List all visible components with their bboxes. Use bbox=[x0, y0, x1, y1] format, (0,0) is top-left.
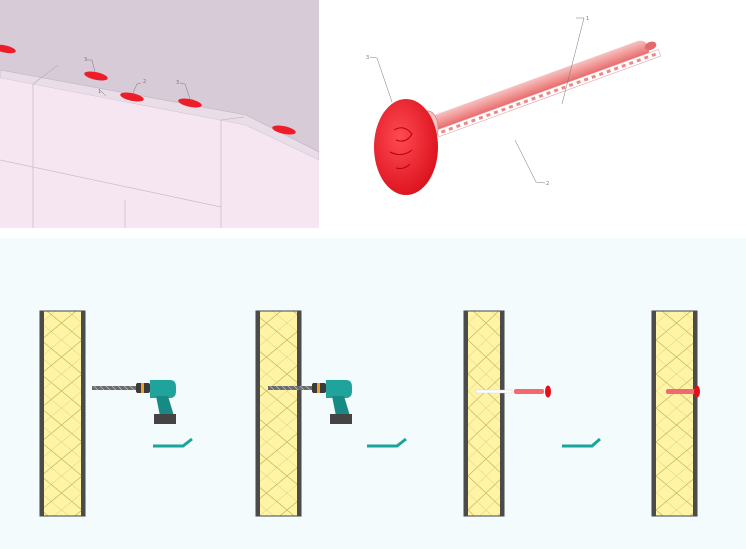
wall-face bbox=[0, 78, 319, 228]
callout-label: 2 bbox=[546, 181, 549, 187]
anchor-head bbox=[694, 385, 700, 398]
roof-detail-drawing: 1 2 3 3 bbox=[0, 0, 319, 228]
callout-label: 2 bbox=[143, 79, 146, 85]
step-arrow-icon bbox=[367, 437, 407, 448]
wall-edge bbox=[500, 311, 504, 516]
parapet-top bbox=[0, 69, 319, 161]
callout-label: 3 bbox=[366, 55, 369, 61]
wall-edge bbox=[464, 311, 468, 516]
anchor-tip bbox=[644, 41, 657, 51]
callout-leader bbox=[132, 82, 142, 94]
panel-joint bbox=[220, 116, 245, 121]
anchor-mark bbox=[272, 125, 296, 135]
anchor-closeup-drawing: 1 2 3 bbox=[330, 0, 698, 228]
callout-leader bbox=[99, 89, 107, 97]
anchor-sleeve bbox=[666, 389, 696, 394]
installation-sequence-drawing bbox=[0, 238, 746, 549]
insulation-wall bbox=[651, 310, 698, 517]
panel-joint bbox=[32, 64, 59, 85]
anchor-sleeve bbox=[514, 389, 544, 394]
anchor-mark bbox=[120, 92, 144, 102]
callout-label: 1 bbox=[586, 16, 589, 22]
step-arrow-icon bbox=[562, 437, 601, 448]
anchor-head bbox=[374, 99, 438, 195]
callout-leader bbox=[87, 59, 96, 73]
wall-edge bbox=[297, 311, 301, 516]
wall-edge bbox=[81, 311, 85, 516]
anchor-head-embossing bbox=[389, 127, 413, 169]
callout-leader bbox=[179, 82, 191, 100]
installation-sequence bbox=[0, 238, 746, 549]
panel-joint bbox=[0, 159, 222, 208]
drilled-hole bbox=[475, 389, 513, 394]
wall-edge bbox=[652, 311, 656, 516]
step-3-insert-anchor bbox=[463, 310, 551, 517]
sequence-background bbox=[0, 238, 746, 549]
step-4-anchor-installed bbox=[651, 310, 700, 517]
anchor-mark bbox=[84, 71, 108, 81]
insulation-wall bbox=[463, 310, 505, 517]
callout-label: 1 bbox=[98, 89, 101, 95]
callout-leader bbox=[561, 17, 585, 105]
anchor-closeup-view: 1 2 3 bbox=[330, 0, 698, 228]
callout-leader bbox=[369, 56, 393, 103]
insulation-wall bbox=[39, 310, 86, 517]
callout-leader bbox=[514, 139, 546, 184]
anchor-mark bbox=[178, 98, 202, 108]
anchor-mark bbox=[0, 44, 16, 54]
step-1-drill-hole bbox=[39, 310, 177, 517]
roof-plane bbox=[0, 0, 319, 152]
anchor-sleeve bbox=[424, 40, 661, 138]
step-arrow-icon bbox=[153, 437, 193, 448]
wall-edge bbox=[40, 311, 44, 516]
callout-label: 3 bbox=[176, 80, 179, 86]
roof-detail-view: 1 2 3 3 bbox=[0, 0, 319, 228]
anchor-band-perforations bbox=[440, 52, 657, 134]
anchor-head bbox=[545, 385, 551, 398]
anchor-sleeve-body bbox=[424, 40, 650, 134]
callout-label: 3 bbox=[84, 57, 87, 63]
wall-edge bbox=[693, 311, 697, 516]
step-2-drill-through bbox=[255, 310, 353, 517]
wall-edge bbox=[256, 311, 260, 516]
insulation-wall bbox=[255, 310, 302, 517]
